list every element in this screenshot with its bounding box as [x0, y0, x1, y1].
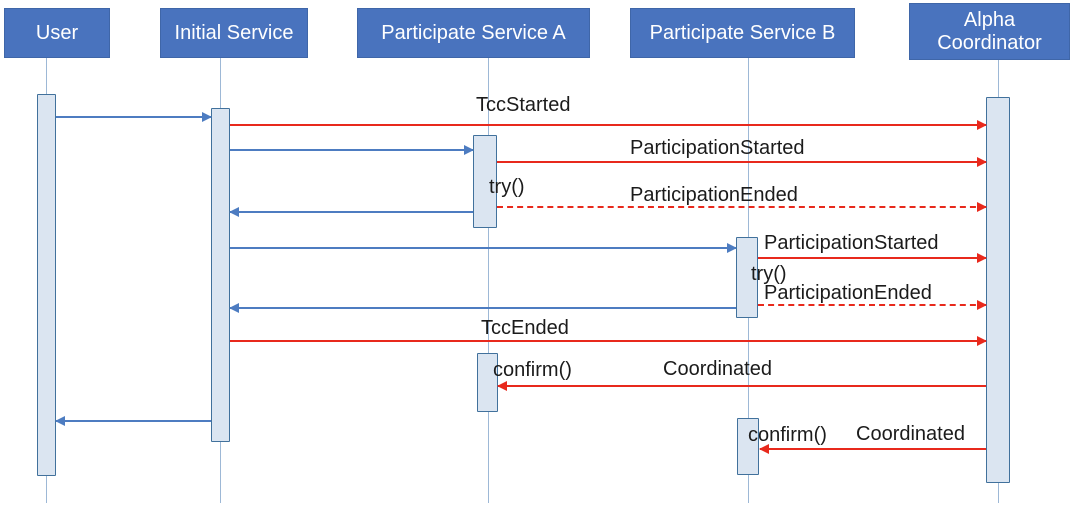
lifeline-participate-service-a	[488, 58, 489, 503]
actor-box-initial-service: Initial Service	[160, 8, 308, 58]
message-arrow-initial-to-service-a	[230, 145, 474, 155]
label-try-b: try()	[751, 263, 787, 285]
actor-label-participate-service-a: Participate Service A	[381, 21, 566, 44]
activation-user	[37, 94, 56, 476]
activation-initial-service	[211, 108, 230, 442]
activation-service-b-try	[736, 237, 758, 318]
label-participation-ended-a: ParticipationEnded	[630, 184, 798, 206]
label-coordinated-a: Coordinated	[663, 358, 772, 380]
message-arrow-participation-ended-a	[497, 202, 987, 212]
label-confirm-b: confirm()	[748, 424, 827, 446]
message-arrow-initial-to-user-return	[55, 416, 211, 426]
message-arrow-tcc-started	[230, 120, 987, 130]
label-tcc-ended: TccEnded	[481, 317, 569, 339]
actor-label-user: User	[35, 21, 79, 44]
actor-box-user: User	[4, 8, 110, 58]
message-arrow-participation-started-b	[758, 253, 987, 263]
message-arrow-participation-started-a	[497, 157, 987, 167]
actor-box-participate-service-b: Participate Service B	[630, 8, 855, 58]
activation-alpha-coordinator	[986, 97, 1010, 483]
label-participation-started-b: ParticipationStarted	[764, 232, 939, 254]
message-arrow-initial-to-service-b	[230, 243, 737, 253]
message-arrow-coordinated-a	[497, 381, 986, 391]
activation-service-b-confirm	[737, 418, 759, 475]
message-arrow-service-b-to-initial	[229, 303, 736, 313]
message-arrow-user-to-initial	[56, 112, 212, 122]
label-try-a: try()	[489, 176, 525, 198]
label-participation-ended-b: ParticipationEnded	[764, 282, 932, 304]
label-participation-started-a: ParticipationStarted	[630, 137, 805, 159]
message-arrow-tcc-ended	[230, 336, 987, 346]
actor-box-participate-service-a: Participate Service A	[357, 8, 590, 58]
activation-service-a-try	[473, 135, 497, 228]
actor-label-alpha-coordinator: Alpha Coordinator	[937, 8, 1042, 54]
message-arrow-service-a-to-initial	[229, 207, 473, 217]
actor-box-alpha-coordinator: Alpha Coordinator	[909, 3, 1070, 60]
label-tcc-started: TccStarted	[476, 94, 571, 116]
actor-label-initial-service: Initial Service	[174, 21, 294, 44]
label-confirm-a: confirm()	[493, 359, 572, 381]
actor-label-participate-service-b: Participate Service B	[649, 21, 836, 44]
message-arrow-coordinated-b	[759, 444, 986, 454]
message-arrow-participation-ended-b	[758, 300, 987, 310]
label-coordinated-b: Coordinated	[856, 423, 965, 445]
